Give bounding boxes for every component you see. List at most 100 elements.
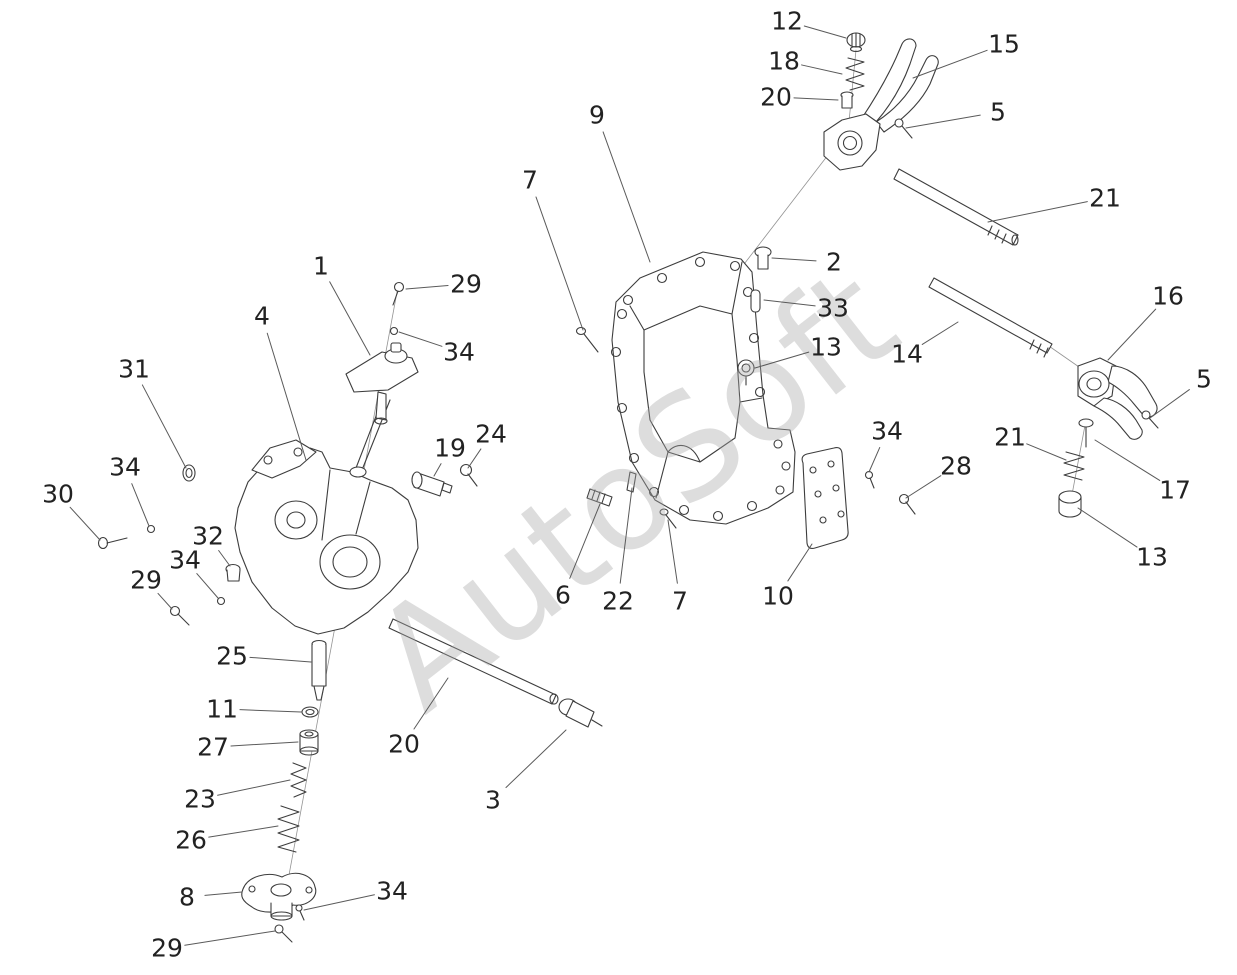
part-number-label: 7 — [672, 587, 688, 616]
leader-line — [619, 487, 633, 584]
switch-part-3 — [558, 698, 603, 728]
screw-part-34-right — [864, 470, 875, 489]
part-number-label: 28 — [940, 452, 972, 481]
part-number-label: 3 — [485, 786, 501, 815]
leader-line — [131, 483, 150, 527]
shift-cover-housing-part-4 — [234, 397, 419, 635]
part-number-label: 7 — [522, 166, 538, 195]
leader-line — [405, 284, 449, 290]
part-number-label: 23 — [184, 785, 216, 814]
cover-plate-part-10 — [801, 447, 849, 549]
leader-line — [398, 331, 443, 347]
leader-line — [754, 351, 810, 369]
part-number-label: 26 — [175, 826, 207, 855]
part-number-label: 6 — [555, 581, 571, 610]
part-number-label: 13 — [810, 333, 842, 362]
leader-line — [303, 894, 375, 911]
leader-line — [793, 97, 839, 101]
leader-lines-layer — [69, 25, 1190, 946]
part-number-label: 34 — [109, 453, 141, 482]
part-number-label: 9 — [589, 101, 605, 130]
leader-line — [433, 463, 442, 477]
detent-plunger-part-25 — [311, 639, 327, 701]
leader-line — [505, 729, 567, 789]
base-plate-part-8 — [241, 872, 317, 921]
bolt-part-29-top — [392, 281, 405, 306]
part-number-label: 17 — [1159, 476, 1191, 505]
part-number-label: 34 — [871, 417, 903, 446]
leader-line — [239, 709, 302, 713]
leader-line — [69, 506, 101, 541]
leader-line — [771, 257, 817, 262]
part-number-label: 15 — [988, 30, 1020, 59]
spring-part-21-right — [1063, 451, 1085, 481]
selector-cover-part-1 — [345, 342, 419, 425]
transmission-housing-part-9 — [610, 251, 796, 525]
part-number-label: 12 — [771, 7, 803, 36]
leader-line — [868, 446, 881, 473]
leader-line — [602, 131, 651, 263]
part-number-label: 20 — [388, 730, 420, 759]
valve-part-19 — [411, 471, 453, 497]
washer-part-34-top — [389, 326, 399, 336]
part-number-label: 29 — [151, 934, 183, 963]
leader-line — [196, 573, 219, 599]
part-number-label: 25 — [216, 642, 248, 671]
part-number-label: 30 — [42, 480, 74, 509]
part-number-label: 22 — [602, 587, 634, 616]
part-number-label: 32 — [192, 522, 224, 551]
selector-rod-part-20 — [388, 618, 559, 705]
part-number-label: 5 — [1196, 365, 1212, 394]
leader-line — [803, 25, 847, 39]
part-number-label: 13 — [1136, 543, 1168, 572]
pin-part-33 — [750, 289, 761, 313]
leader-line — [204, 891, 243, 896]
shift-fork-part-16 — [1077, 357, 1158, 440]
part-number-label: 16 — [1152, 282, 1184, 311]
bolt-part-17 — [1078, 418, 1094, 448]
detent-pin-part-20-top — [840, 91, 854, 109]
screw-part-34-bottom — [295, 904, 305, 921]
shift-rail-part-14 — [928, 277, 1053, 358]
leader-line — [157, 592, 173, 610]
part-number-label: 5 — [990, 98, 1006, 127]
part-number-label: 21 — [1089, 184, 1121, 213]
part-number-label: 19 — [434, 434, 466, 463]
part-number-label: 8 — [179, 883, 195, 912]
leader-line — [230, 741, 299, 747]
leader-line — [467, 448, 482, 469]
bolt-part-29-bottom — [274, 924, 293, 943]
leader-line — [987, 201, 1088, 223]
part-number-label: 34 — [443, 338, 475, 367]
ring-part-11 — [301, 706, 319, 718]
leader-line — [266, 332, 307, 461]
leader-line — [141, 384, 187, 469]
leader-line — [208, 825, 279, 838]
shift-fork-part-15 — [823, 38, 939, 171]
leader-line — [413, 677, 449, 730]
part-number-label: 21 — [994, 423, 1026, 452]
part-number-label: 33 — [817, 294, 849, 323]
part-number-label: 20 — [760, 83, 792, 112]
part-number-label: 14 — [891, 340, 923, 369]
part-number-label: 31 — [118, 355, 150, 384]
part-number-label: 34 — [376, 877, 408, 906]
leader-line — [763, 299, 816, 307]
leader-line — [667, 519, 678, 584]
leader-line — [535, 196, 584, 331]
cap-screw-part-12 — [846, 32, 866, 53]
bolt-part-28 — [898, 493, 916, 515]
leader-line — [184, 930, 276, 946]
spring-part-26 — [277, 805, 300, 853]
spring-part-23 — [290, 762, 307, 798]
detent-spring-part-18 — [845, 57, 865, 91]
washer-part-34-left-upper — [146, 524, 156, 534]
bolt-part-7-top — [575, 326, 599, 353]
part-number-label: 29 — [130, 566, 162, 595]
breather-part-13-mid — [737, 359, 755, 386]
leader-line — [329, 281, 371, 356]
shift-rail-part-21 — [893, 168, 1019, 246]
